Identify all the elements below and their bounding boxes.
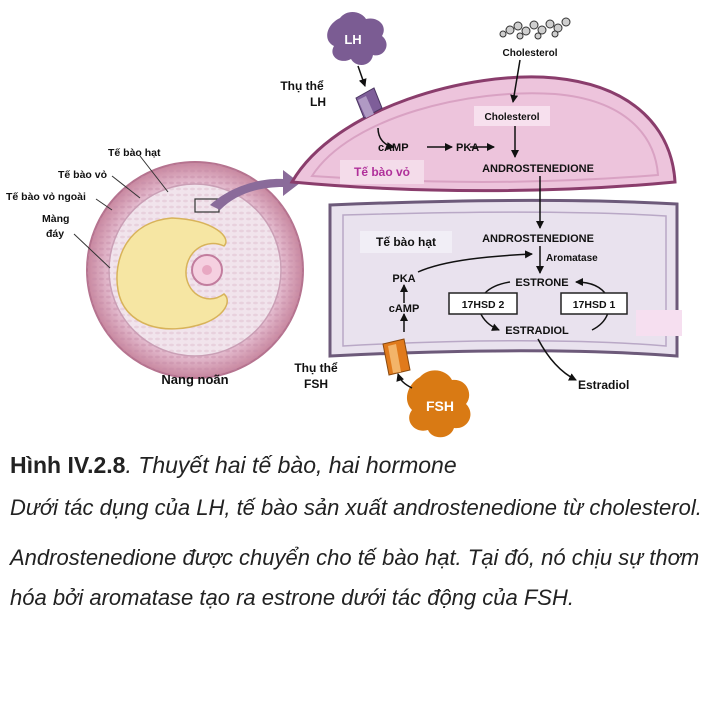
lh-receptor-label-line2: LH [310, 95, 326, 109]
caption-figure-number: Hình IV.2.8 [10, 452, 126, 478]
granulosa-cell [328, 198, 682, 358]
aromatase-label: Aromatase [546, 253, 598, 264]
estrone-label: ESTRONE [515, 277, 568, 289]
figure-caption: Hình IV.2.8. Thuyết hai tế bào, hai horm… [10, 448, 715, 628]
granulosa-cell-label-box [360, 231, 452, 253]
caption-paragraph-1: Dưới tác dụng của LH, tế bào sản xuất an… [10, 495, 702, 520]
camp-theca-label: cAMP [378, 142, 409, 154]
theca-cell-label-box [340, 160, 424, 184]
hsd1-box [560, 292, 628, 315]
theca-cell-label: Tế bào vỏ [354, 165, 410, 179]
estradiol-center-label: ESTRADIOL [505, 325, 569, 337]
cholesterol-top-label: Cholesterol [502, 48, 557, 59]
hsd2-label: 17HSD 2 [462, 299, 505, 311]
follicle-granulosa-label: Tế bào hạt [108, 147, 161, 159]
cholesterol-box [474, 106, 550, 126]
follicle-outer-theca-label: Tế bào vỏ ngoài [6, 191, 86, 203]
androstenedione-granulosa-label: ANDROSTENEDIONE [482, 233, 594, 245]
hsd2-box [448, 292, 518, 315]
lh-hormone [327, 11, 387, 65]
follicle-theca-label: Tế bào vỏ [58, 169, 107, 181]
caption-title: Hình IV.2.8. Thuyết hai tế bào, hai horm… [10, 448, 715, 482]
caption-paragraph-2: Androstenedione được chuyển cho tế bào h… [10, 545, 700, 610]
granulosa-cell-label: Tế bào hạt [376, 235, 436, 249]
fsh-receptor-label-line1: Thụ thể [294, 361, 338, 375]
follicle-leaders [73, 155, 169, 269]
follicle-membrane-label-line2: đáy [46, 228, 64, 240]
hsd1-label: 17HSD 1 [573, 299, 616, 311]
theca-cell [289, 75, 677, 193]
zoom-arrow [210, 170, 300, 210]
antrum [116, 217, 228, 330]
androstenedione-theca-label: ANDROSTENEDIONE [482, 163, 594, 175]
follicle-membrane-label-line1: Màng [42, 213, 69, 225]
cholesterol-molecule-icon [499, 17, 571, 40]
pka-granulosa-label: PKA [392, 273, 415, 285]
two-cell-diagram: LH Thụ thể LH Cholesterol Cholesterol cA… [6, 11, 682, 438]
fsh-receptor [382, 338, 411, 376]
estradiol-out-label: Estradiol [578, 378, 629, 392]
fsh-label: FSH [426, 398, 454, 414]
lh-label: LH [344, 32, 361, 47]
theca-arrows [377, 59, 521, 158]
camp-granulosa-label: cAMP [389, 303, 420, 315]
cholesterol-box-label: Cholesterol [484, 112, 539, 123]
lh-receptor-label-line1: Thụ thể [280, 79, 324, 93]
lh-receptor [355, 87, 383, 119]
fsh-receptor-label-line2: FSH [304, 377, 328, 391]
follicle-name-label: Nang noãn [161, 372, 228, 387]
follicle [86, 161, 304, 379]
pka-theca-label: PKA [456, 142, 479, 154]
fsh-hormone [406, 370, 471, 438]
caption-figure-title: . Thuyết hai tế bào, hai hormone [125, 452, 457, 478]
